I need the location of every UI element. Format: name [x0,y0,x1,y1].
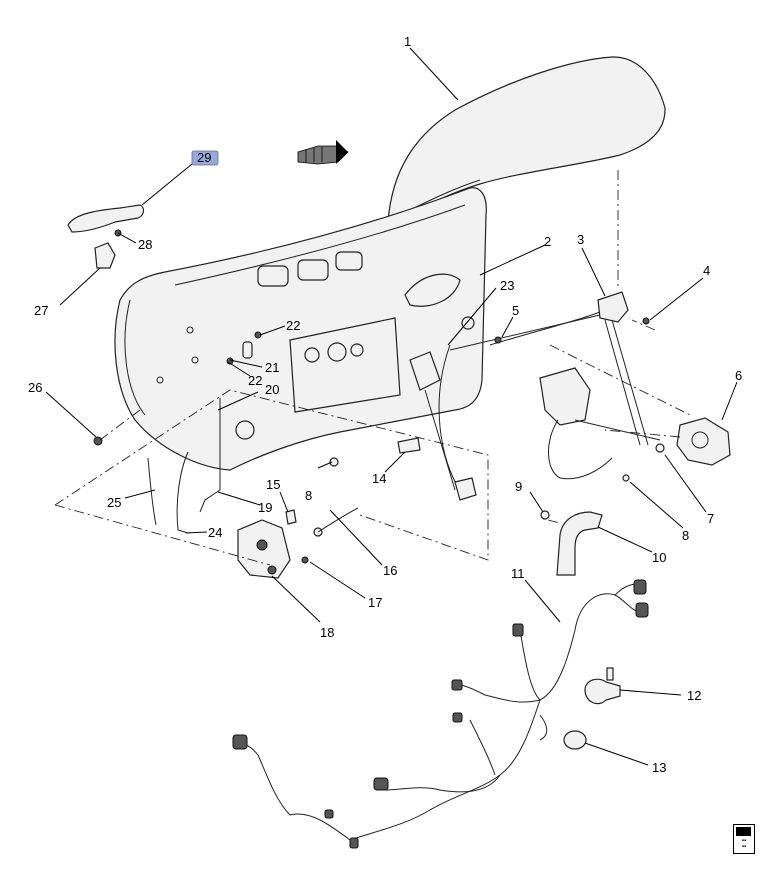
callout-3: 3 [577,232,584,247]
window-motor [676,417,731,466]
callout-24: 24 [208,525,222,540]
callout-8-right: 8 [682,528,689,543]
handle-bracket [94,242,116,269]
callout-6: 6 [735,368,742,383]
door-sound-pad [289,317,401,413]
document-reference-icon: ▪▪▪▪ [733,824,755,854]
callout-2: 2 [544,234,551,249]
callout-13: 13 [652,760,666,775]
callout-10: 10 [652,550,666,565]
callout-16: 16 [383,563,397,578]
callout-22-lower: 22 [248,373,262,388]
callout-12: 12 [687,688,701,703]
lock-rod-24 [176,451,189,534]
callout-14: 14 [372,471,386,486]
callout-17: 17 [368,595,382,610]
callout-20: 20 [265,382,279,397]
door-window-glass [387,56,666,223]
callout-4: 4 [703,263,710,278]
callout-26: 26 [28,380,42,395]
callout-25: 25 [107,495,121,510]
callout-29: 29 [197,150,211,165]
front-direction-arrow-icon [297,140,349,165]
callout-28: 28 [138,237,152,252]
callout-9: 9 [515,479,522,494]
callout-22-upper: 22 [286,318,300,333]
lock-rod-25 [147,457,157,526]
callout-1: 1 [404,34,411,49]
callout-23: 23 [500,278,514,293]
callout-18: 18 [320,625,334,640]
door-inner-panel [114,187,487,471]
callout-8-left: 8 [305,488,312,503]
grommet-12 [584,678,621,705]
callout-15: 15 [266,477,280,492]
callout-29-highlight [191,150,219,166]
callout-21: 21 [265,360,279,375]
outside-door-handle [67,204,145,233]
lock-rod-19 [199,398,221,513]
callout-7: 7 [707,511,714,526]
window-regulator [409,291,649,501]
door-wiring-harness [232,579,649,849]
plug-13 [563,730,587,750]
callout-11: 11 [511,566,525,581]
bracket-10 [556,511,603,576]
callout-19: 19 [258,500,272,515]
callout-5: 5 [512,303,519,318]
leader-lines [45,47,738,766]
callout-27: 27 [34,303,48,318]
